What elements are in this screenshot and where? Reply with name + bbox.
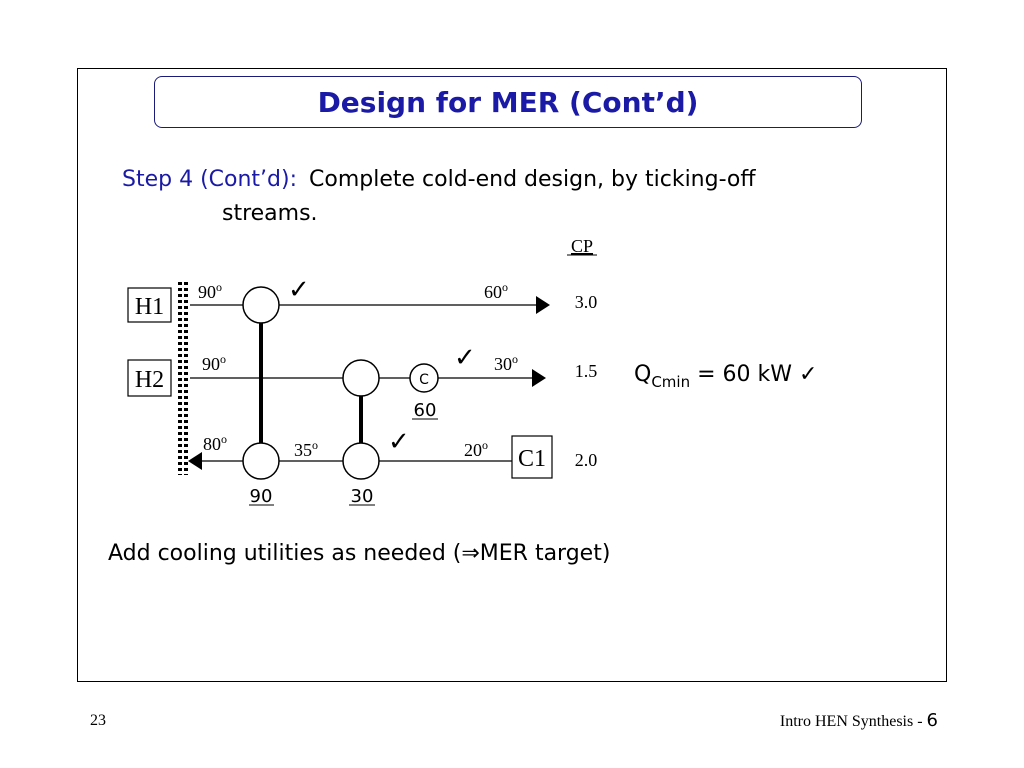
- temp-h2-in: 90o: [202, 352, 226, 374]
- temp-c1-in: 20o: [464, 438, 488, 460]
- temp-c1-mid: 35o: [294, 438, 318, 460]
- stream-name-h1: H1: [135, 294, 164, 320]
- check-icon-h2: ✓: [454, 343, 476, 373]
- stream-box-c1: [511, 435, 553, 479]
- cp-h2: 1.5: [575, 361, 598, 381]
- cooler-circle: [409, 363, 439, 393]
- footer-course: Intro HEN Synthesis - 6: [779, 710, 938, 731]
- step-text: Step 4 (Cont’d): Complete cold-end design…: [122, 163, 912, 231]
- check-icon-c1: ✓: [388, 427, 410, 457]
- temp-h1-out: 60o: [484, 280, 508, 302]
- check-icon-h1: ✓: [288, 275, 310, 305]
- cp-header: CP: [571, 236, 593, 256]
- duty-cooler: 60: [414, 400, 437, 421]
- temp-h2-out: 30o: [494, 352, 518, 374]
- exchanger-1-cold: [242, 442, 280, 480]
- temp-c1-out: 80o: [203, 432, 227, 454]
- cp-c1: 2.0: [575, 450, 598, 470]
- step-line-1: Complete cold-end design, by ticking-off: [309, 167, 756, 192]
- duty-exchanger-2: 30: [351, 486, 374, 507]
- duty-exchanger-1: 90: [250, 486, 273, 507]
- step-label: Step 4 (Cont’d):: [122, 167, 298, 192]
- stream-name-h2: H2: [135, 367, 164, 393]
- stream-box-h2: [127, 359, 172, 397]
- step-line-2: streams.: [222, 201, 318, 226]
- arrowhead-c1: [188, 452, 202, 470]
- slide-number: 23: [90, 712, 106, 729]
- cooler-label: C: [419, 372, 429, 388]
- exchanger-1-hot: [242, 286, 280, 324]
- slide-frame: [77, 68, 947, 682]
- stream-name-c1: C1: [518, 446, 546, 472]
- footer-page: 6: [926, 710, 938, 731]
- arrowhead-h2: [532, 369, 546, 387]
- qcmin-text: QCmin = 60 kW ✓: [634, 362, 817, 391]
- cp-h1: 3.0: [575, 292, 598, 312]
- bottom-text: Add cooling utilities as needed (⇒MER ta…: [108, 541, 611, 566]
- slide-title: Design for MER (Cont’d): [317, 85, 699, 119]
- temp-h1-in: 90o: [198, 280, 222, 302]
- arrowhead-h1: [536, 296, 550, 314]
- title-box: Design for MER (Cont’d): [154, 76, 862, 128]
- stream-box-h1: [127, 287, 172, 323]
- exchanger-2-hot: [342, 359, 380, 397]
- exchanger-2-cold: [342, 442, 380, 480]
